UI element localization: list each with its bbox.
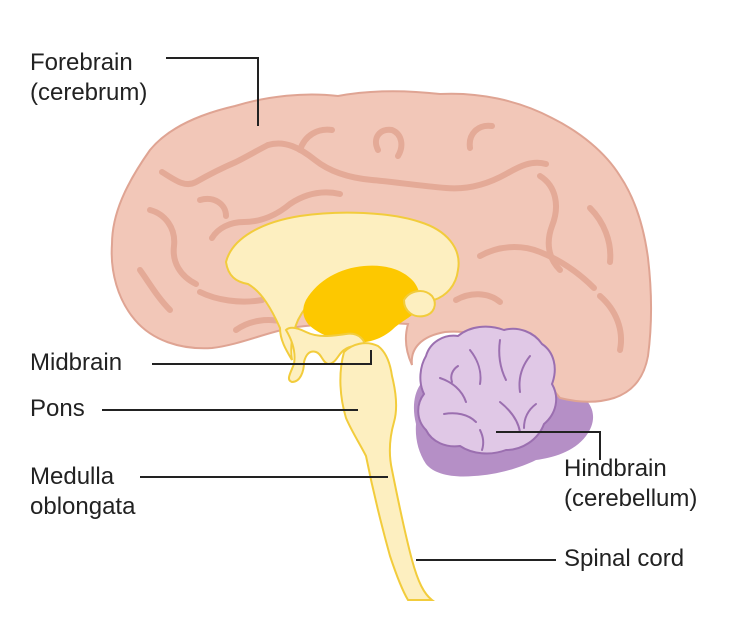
label-spinal-cord: Spinal cord xyxy=(564,545,685,572)
label-hindbrain: Hindbrain (cerebellum) xyxy=(564,454,697,514)
leader-lines xyxy=(102,57,601,561)
pineal xyxy=(402,290,436,318)
brainstem xyxy=(339,342,435,601)
label-forebrain: Forebrain (cerebrum) xyxy=(30,48,147,108)
cerebellum xyxy=(417,325,558,455)
label-medulla-line2: oblongata xyxy=(30,493,136,520)
cerebrum-folds xyxy=(137,122,624,353)
label-pons: Pons xyxy=(30,395,85,422)
label-hindbrain-line2: (cerebellum) xyxy=(564,485,698,512)
label-medulla: Medulla oblongata xyxy=(30,462,135,522)
forebrain-leader xyxy=(166,57,259,126)
label-medulla-line1: Medulla xyxy=(30,463,115,490)
hindbrain-leader xyxy=(496,431,601,460)
label-midbrain: Midbrain xyxy=(30,349,123,376)
label-hindbrain-line1: Hindbrain xyxy=(564,455,667,482)
midbrain-leader xyxy=(152,350,372,365)
cerebellum-folia xyxy=(439,339,537,451)
label-forebrain-line1: Forebrain xyxy=(30,49,133,76)
midbrain-core xyxy=(303,265,421,343)
label-forebrain-line2: (cerebrum) xyxy=(30,79,148,106)
